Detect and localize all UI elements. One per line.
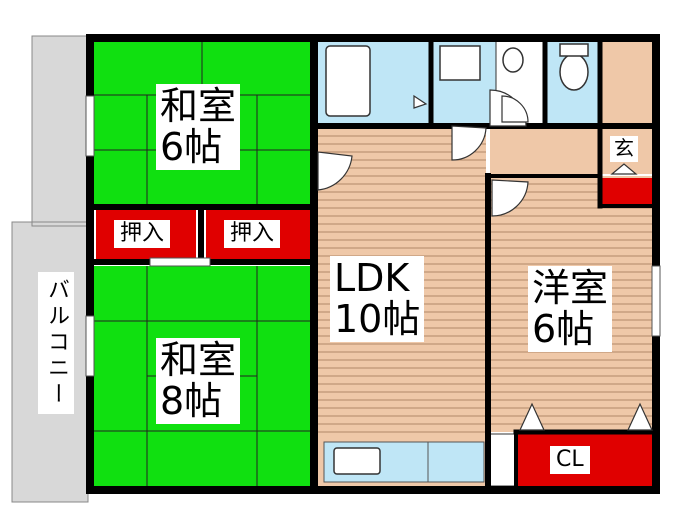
- hallway-floor: [490, 128, 600, 174]
- cl-door-right: [627, 402, 653, 431]
- storage-area: [600, 40, 654, 124]
- washitsu-8-size: 8帖: [160, 379, 223, 424]
- oshiire-right-label: 押入: [224, 220, 281, 248]
- cl-door-left: [519, 402, 545, 431]
- ldk-name: LDK: [334, 256, 410, 300]
- washroom-door-swing: [451, 125, 487, 161]
- ldk-size: 10帖: [334, 297, 421, 342]
- balcony-upper-area: [31, 35, 89, 227]
- bath-door-mark: [413, 94, 428, 109]
- bathtub: [325, 45, 371, 117]
- oshiire-left-label: 押入: [114, 220, 171, 248]
- youshitsu-size: 6帖: [532, 307, 595, 352]
- ldk-door-swing: [317, 151, 353, 191]
- balcony-label: バルコニー: [38, 272, 74, 414]
- youshitsu-name: 洋室: [532, 266, 609, 310]
- washitsu-8-label: 和室 8帖: [156, 338, 241, 425]
- washitsu-8-name: 和室: [160, 338, 237, 382]
- toilet-bowl: [559, 53, 589, 91]
- cl-label: CL: [550, 446, 590, 474]
- youshitsu-label: 洋室 6帖: [528, 266, 613, 353]
- shoe-box: [600, 178, 654, 206]
- washitsu-6-label: 和室 6帖: [156, 84, 241, 171]
- toilet-tank: [559, 43, 589, 57]
- washer: [502, 47, 524, 73]
- washitsu-6-size: 6帖: [160, 125, 223, 170]
- genkan-label: 玄: [610, 136, 638, 162]
- kitchen-sink: [333, 447, 381, 475]
- toilet-door-swing: [501, 95, 529, 123]
- ldk-label: LDK 10帖: [330, 256, 425, 343]
- washitsu-6-name: 和室: [160, 84, 237, 128]
- youshitsu-door-swing: [491, 179, 529, 217]
- sink: [439, 45, 481, 81]
- genkan-door-mark: [610, 163, 638, 175]
- fridge-space: [489, 433, 517, 487]
